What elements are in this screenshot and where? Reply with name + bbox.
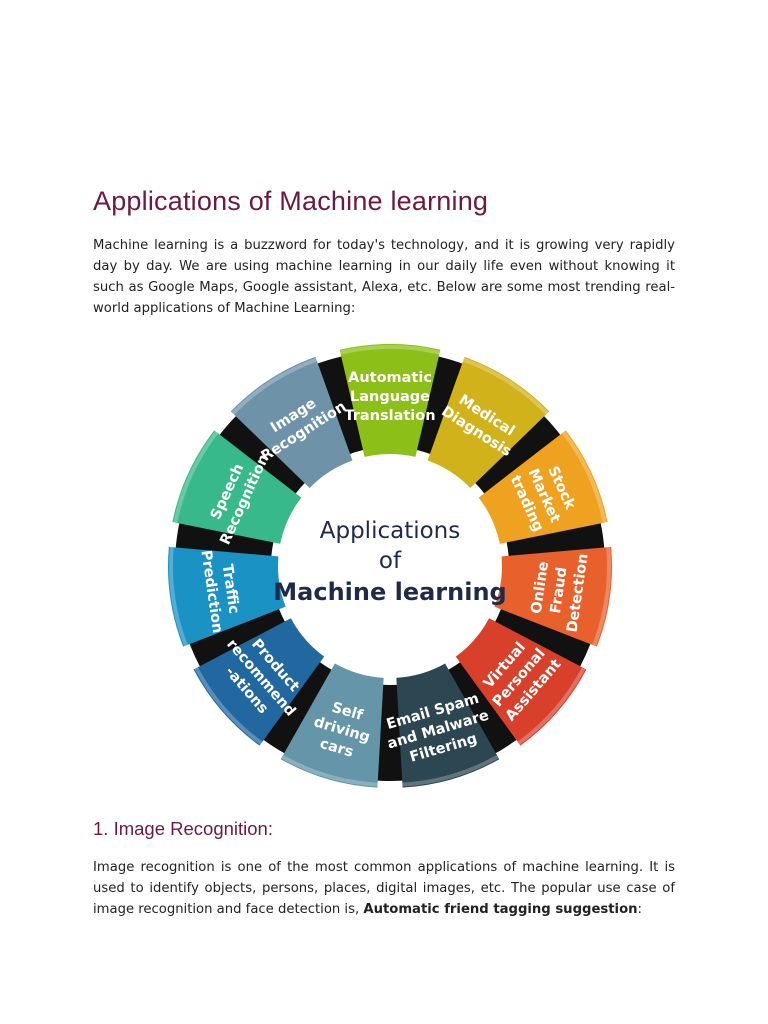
wheel-segment bbox=[494, 546, 612, 647]
segment-label-line: Language bbox=[350, 389, 430, 405]
segment-highlight bbox=[402, 754, 499, 787]
image-recognition-paragraph: Image recognition is one of the most com… bbox=[93, 857, 675, 920]
wheel-segment bbox=[478, 430, 608, 544]
segment-highlight bbox=[231, 357, 318, 415]
paragraph-text-end: : bbox=[637, 902, 642, 917]
segment-highlight bbox=[169, 547, 188, 647]
wheel-segment bbox=[230, 356, 353, 488]
segment-label-line: Traffic bbox=[219, 563, 242, 615]
wheel-center-title: Applications bbox=[320, 518, 461, 544]
wheel-segment bbox=[193, 618, 325, 746]
wheel-segment bbox=[427, 356, 550, 488]
wheel-center-disc bbox=[280, 456, 500, 676]
wheel-segment bbox=[172, 430, 302, 544]
segment-highlight bbox=[173, 430, 219, 523]
wheel-segment bbox=[396, 663, 500, 788]
paragraph-text: Image recognition is one of the most com… bbox=[93, 860, 675, 917]
segment-highlight bbox=[517, 667, 586, 745]
segment-highlight bbox=[281, 754, 378, 787]
wheel-segment bbox=[280, 663, 384, 788]
segment-highlight bbox=[592, 547, 611, 647]
segment-highlight bbox=[561, 430, 607, 523]
intro-paragraph: Machine learning is a buzzword for today… bbox=[93, 238, 675, 316]
wheel-center-title: Machine learning bbox=[273, 578, 506, 606]
segment-highlight bbox=[462, 357, 549, 415]
segment-label-line: Fraud bbox=[548, 566, 570, 614]
wheel-segment bbox=[339, 344, 441, 457]
segment-label-line: Translation bbox=[344, 408, 435, 424]
page-title: Applications of Machine learning bbox=[93, 186, 489, 216]
segment-highlight bbox=[194, 667, 263, 745]
segment-label-line: Online bbox=[529, 560, 552, 615]
wheel-center-title: of bbox=[379, 548, 402, 574]
segment-highlight bbox=[339, 345, 441, 355]
wheel-segment bbox=[168, 546, 286, 647]
section-heading-image-recognition: 1. Image Recognition: bbox=[93, 818, 273, 839]
bold-phrase: Automatic friend tagging suggestion bbox=[363, 902, 638, 917]
segment-label-line: Automatic bbox=[348, 370, 432, 386]
wheel-segment bbox=[455, 618, 587, 746]
